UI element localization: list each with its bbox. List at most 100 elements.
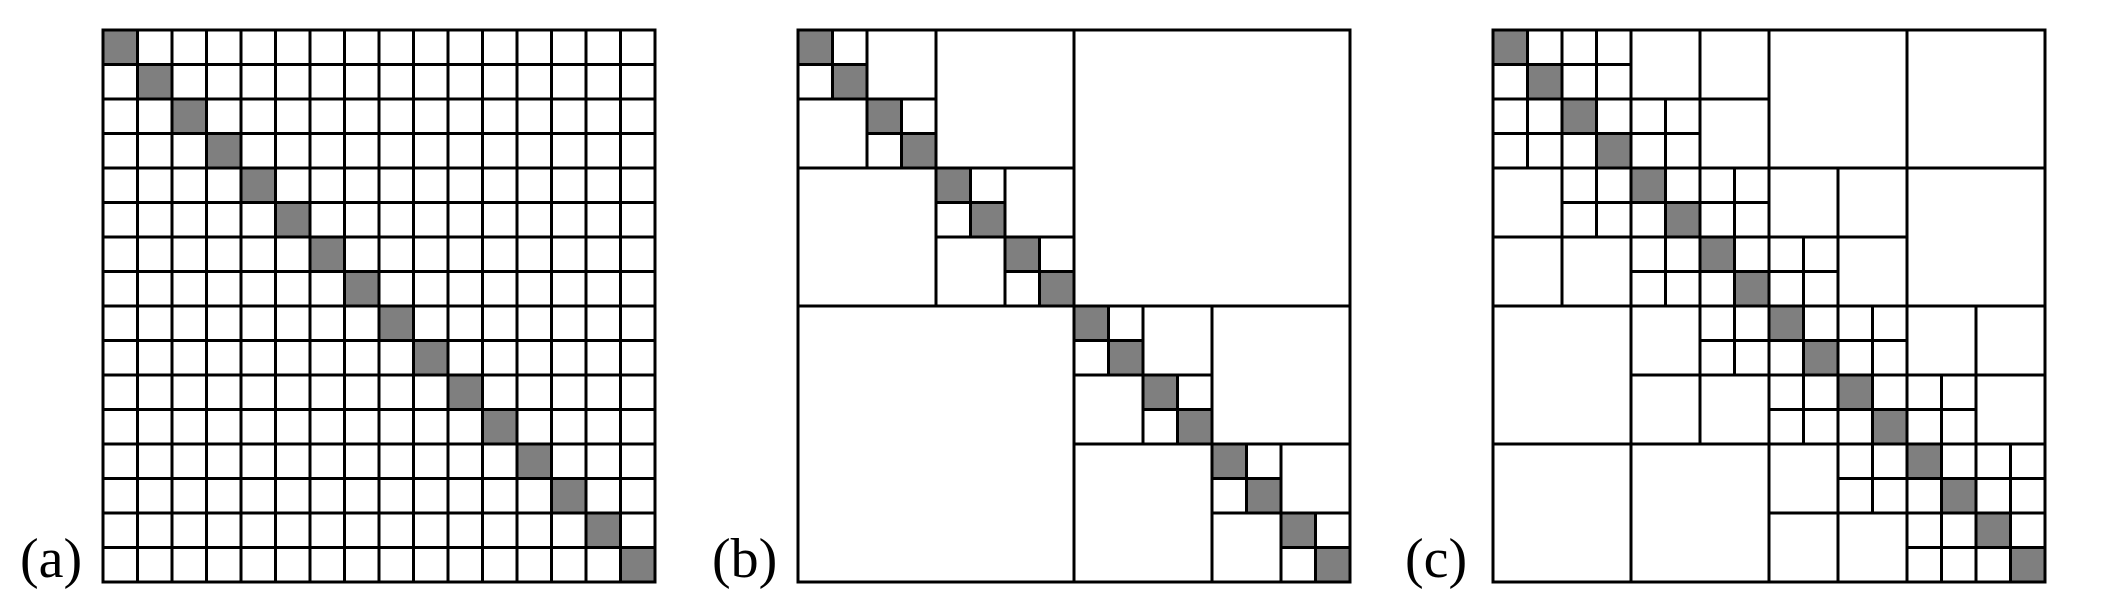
matrix-cell <box>412 442 450 480</box>
matrix-cell <box>2009 477 2047 515</box>
diagonal-block <box>1872 409 1907 444</box>
matrix-cell <box>619 28 657 66</box>
low-rank-block <box>1905 166 2047 308</box>
matrix-cell <box>170 339 208 377</box>
matrix-cell <box>900 97 938 135</box>
matrix-cell <box>1733 304 1771 342</box>
low-rank-block <box>1141 304 1214 377</box>
matrix-cell <box>274 477 312 515</box>
matrix-cell <box>343 373 381 411</box>
matrix-cell <box>1279 546 1317 584</box>
matrix-cell <box>239 304 277 342</box>
matrix-cell <box>343 408 381 446</box>
matrix-cell <box>170 270 208 308</box>
matrix-cell <box>136 270 174 308</box>
matrix-cell <box>239 235 277 273</box>
matrix-cell <box>343 201 381 239</box>
low-rank-block <box>1698 373 1771 446</box>
matrix-cell <box>1871 339 1909 377</box>
matrix-cell <box>1940 408 1978 446</box>
low-rank-block <box>796 97 869 170</box>
matrix-cell <box>170 235 208 273</box>
diagonal-block <box>1631 168 1666 203</box>
matrix-cell <box>101 408 139 446</box>
panel-c-label: (c) <box>1405 528 1467 590</box>
matrix-cell <box>446 28 484 66</box>
matrix-cell <box>446 235 484 273</box>
matrix-cell <box>101 373 139 411</box>
matrix-cell <box>205 201 243 239</box>
matrix-cell <box>584 201 622 239</box>
matrix-cell <box>1767 408 1805 446</box>
matrix-cell <box>446 339 484 377</box>
matrix-cell <box>101 442 139 480</box>
matrix-cell <box>481 270 519 308</box>
matrix-cell <box>1802 304 1840 342</box>
matrix-cell <box>481 304 519 342</box>
matrix-cell <box>1733 235 1771 273</box>
diagonal-block <box>1803 340 1838 375</box>
matrix-cell <box>1595 166 1633 204</box>
matrix-cell <box>412 373 450 411</box>
low-rank-block <box>1629 304 1702 377</box>
matrix-cell <box>308 477 346 515</box>
matrix-cell <box>1629 132 1667 170</box>
matrix-cell <box>412 477 450 515</box>
matrix-border <box>796 28 1352 584</box>
matrix-cell <box>239 270 277 308</box>
matrix-cell <box>239 339 277 377</box>
matrix-cell <box>446 270 484 308</box>
matrix-cell <box>619 235 657 273</box>
matrix-cell <box>1802 235 1840 273</box>
diagonal-block <box>275 202 310 237</box>
matrix-cell <box>205 304 243 342</box>
matrix-cell <box>308 270 346 308</box>
matrix-cell <box>377 373 415 411</box>
low-rank-block <box>934 28 1076 170</box>
matrix-cell <box>308 28 346 66</box>
matrix-cell <box>343 235 381 273</box>
diagonal-block <box>517 444 552 479</box>
matrix-cell <box>170 373 208 411</box>
matrix-cell <box>1802 408 1840 446</box>
matrix-cell <box>101 511 139 549</box>
matrix-cell <box>584 304 622 342</box>
matrix-cell <box>343 63 381 101</box>
matrix-cell <box>1664 270 1702 308</box>
matrix-cell <box>101 304 139 342</box>
matrix-cell <box>308 63 346 101</box>
matrix-cell <box>515 477 553 515</box>
diagonal-block <box>1907 444 1942 479</box>
matrix-cell <box>205 477 243 515</box>
matrix-cell <box>274 270 312 308</box>
diagonal-block <box>1143 375 1178 410</box>
low-rank-block <box>1210 304 1352 446</box>
matrix-cell <box>1664 166 1702 204</box>
matrix-cell <box>619 270 657 308</box>
matrix-cell <box>274 97 312 135</box>
low-rank-block <box>934 235 1007 308</box>
matrix-cell <box>308 546 346 584</box>
matrix-cell <box>1664 97 1702 135</box>
matrix-cell <box>550 546 588 584</box>
matrix-cell <box>1940 511 1978 549</box>
diagonal-block <box>970 202 1005 237</box>
matrix-cell <box>308 373 346 411</box>
matrix-cell <box>584 477 622 515</box>
matrix-cell <box>550 373 588 411</box>
matrix-cell <box>205 270 243 308</box>
matrix-cell <box>136 442 174 480</box>
diagonal-block <box>310 237 345 272</box>
matrix-cell <box>1072 339 1110 377</box>
diagonal-block <box>1005 237 1040 272</box>
low-rank-block <box>1491 166 1564 239</box>
matrix-cell <box>136 166 174 204</box>
matrix-cell <box>205 511 243 549</box>
matrix-cell <box>584 63 622 101</box>
diagonal-block <box>1493 30 1528 65</box>
diagonal-block <box>798 30 833 65</box>
matrix-cell <box>1871 477 1909 515</box>
matrix-cell <box>619 201 657 239</box>
matrix-cell <box>1698 166 1736 204</box>
